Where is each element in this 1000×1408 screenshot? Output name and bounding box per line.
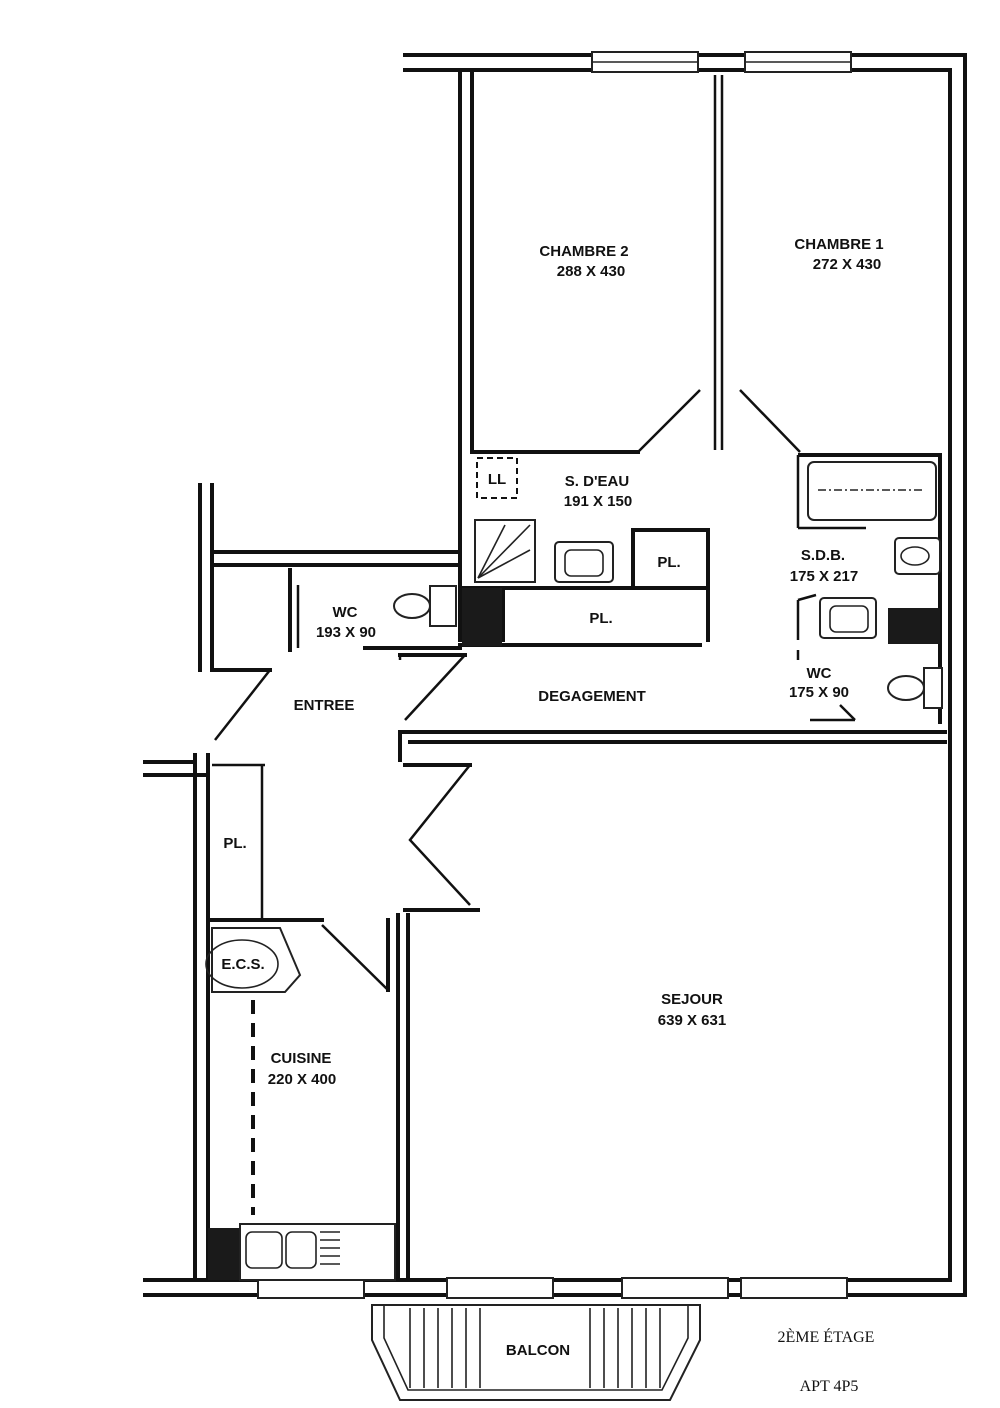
wc-left-name: WC	[333, 604, 358, 621]
cuisine-name: CUISINE	[271, 1050, 332, 1067]
entree-name: ENTREE	[294, 697, 355, 714]
placard-corridor-label: PL.	[589, 610, 612, 627]
degagement-name: DEGAGEMENT	[538, 688, 646, 705]
fixtures	[205, 457, 943, 1281]
balcon-name: BALCON	[506, 1342, 570, 1359]
cuisine-dims: 220 X 400	[268, 1071, 336, 1088]
room-labels: CHAMBRE 2 288 X 430 CHAMBRE 1 272 X 430 …	[221, 236, 883, 1359]
wc-left-dims: 193 X 90	[316, 624, 376, 641]
sejour-dims: 639 X 631	[658, 1012, 726, 1029]
interior-walls	[206, 75, 947, 1282]
sdeau-name: S. D'EAU	[565, 473, 629, 490]
wc-right-dims: 175 X 90	[789, 684, 849, 701]
floor-label: 2ÈME ÉTAGE	[778, 1327, 875, 1346]
sejour-name: SEJOUR	[661, 991, 723, 1008]
plan-footer: 2ÈME ÉTAGE APT 4P5	[778, 1327, 875, 1395]
ll-label: LL	[488, 471, 506, 488]
placard-entree-label: PL.	[223, 835, 246, 852]
chambre1-dims: 272 X 430	[813, 256, 881, 273]
wc-right-name: WC	[807, 665, 832, 682]
chambre1-name: CHAMBRE 1	[794, 236, 883, 253]
balcony	[371, 1304, 701, 1401]
sdb-dims: 175 X 217	[790, 568, 858, 585]
apartment-label: APT 4P5	[800, 1378, 859, 1395]
ecs-label: E.C.S.	[221, 956, 264, 973]
chambre2-name: CHAMBRE 2	[539, 243, 628, 260]
sdeau-dims: 191 X 150	[564, 493, 632, 510]
placard-sdeau-label: PL.	[657, 554, 680, 571]
windows	[257, 51, 852, 1299]
chambre2-dims: 288 X 430	[557, 263, 625, 280]
sdb-name: S.D.B.	[801, 547, 845, 564]
